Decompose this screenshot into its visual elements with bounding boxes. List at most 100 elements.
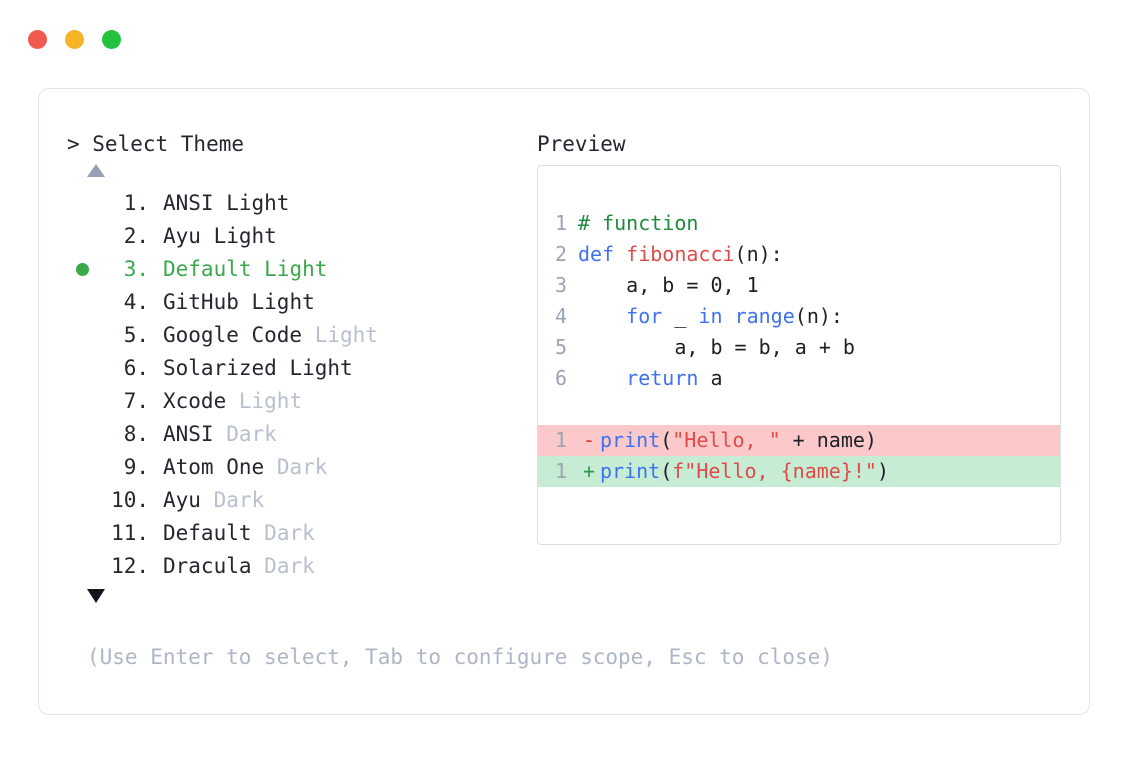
line-number: 2 bbox=[554, 242, 567, 266]
selection-bullet-cell bbox=[67, 187, 97, 220]
theme-list-item[interactable]: 1.ANSI Light bbox=[67, 187, 537, 220]
theme-label: Default Dark bbox=[149, 517, 315, 550]
diff-sample: 1-print("Hello, " + name) 1 +print(f"Hello… bbox=[538, 425, 1060, 487]
theme-name: ANSI bbox=[163, 191, 214, 215]
theme-index: 7. bbox=[123, 389, 149, 413]
theme-list-item[interactable]: 10.Ayu Dark bbox=[67, 484, 537, 517]
theme-index: 9. bbox=[123, 455, 149, 479]
theme-index: 2. bbox=[123, 224, 149, 248]
theme-name: Ayu bbox=[163, 488, 201, 512]
theme-name: GitHub bbox=[163, 290, 239, 314]
code-token: _ bbox=[662, 304, 699, 328]
selection-bullet-cell bbox=[67, 550, 97, 583]
code-token: in bbox=[698, 304, 723, 328]
theme-list-item[interactable]: 7.Xcode Light bbox=[67, 385, 537, 418]
selection-bullet-cell bbox=[67, 220, 97, 253]
code-token: + name) bbox=[780, 428, 877, 452]
theme-label: Dracula Dark bbox=[149, 550, 315, 583]
theme-name: Ayu bbox=[163, 224, 201, 248]
diff-line-content: print("Hello, " + name) bbox=[600, 425, 877, 456]
selection-bullet-cell bbox=[67, 517, 97, 550]
theme-index: 6. bbox=[123, 356, 149, 380]
theme-name: Default bbox=[163, 521, 252, 545]
theme-variant: Light bbox=[289, 356, 353, 380]
theme-label: GitHub Light bbox=[149, 286, 315, 319]
theme-label: Default Light bbox=[149, 253, 327, 286]
theme-list-item[interactable]: 8.ANSI Dark bbox=[67, 418, 537, 451]
line-number: 3 bbox=[554, 273, 567, 297]
theme-name: Google Code bbox=[163, 323, 303, 347]
diff-marker: + bbox=[582, 459, 596, 483]
diff-line-added: 1 +print(f"Hello, {name}!") bbox=[538, 456, 1060, 487]
selection-bullet-cell bbox=[67, 319, 97, 352]
theme-name: Atom One bbox=[163, 455, 265, 479]
selection-bullet-cell bbox=[67, 484, 97, 517]
theme-list-item[interactable]: 3.Default Light bbox=[67, 253, 537, 286]
code-token: return bbox=[626, 366, 699, 390]
selection-bullet-cell bbox=[67, 451, 97, 484]
theme-index: 4. bbox=[123, 290, 149, 314]
selection-bullet-cell bbox=[67, 286, 97, 319]
code-token: range bbox=[734, 304, 795, 328]
prompt-heading: > Select Theme bbox=[67, 132, 245, 156]
theme-list-item[interactable]: 4.GitHub Light bbox=[67, 286, 537, 319]
theme-index: 10. bbox=[111, 488, 149, 512]
maximize-button[interactable] bbox=[102, 30, 121, 49]
code-token: ( bbox=[660, 428, 673, 452]
theme-list-item[interactable]: 11.Default Dark bbox=[67, 517, 537, 550]
theme-list-item[interactable]: 5.Google Code Light bbox=[67, 319, 537, 352]
code-line-content: a, b = b, a + b bbox=[578, 332, 855, 363]
code-line: 1# function bbox=[538, 208, 1060, 239]
code-line-content: return a bbox=[578, 363, 723, 394]
theme-label: Solarized Light bbox=[149, 352, 353, 385]
selected-bullet-icon bbox=[75, 263, 89, 276]
theme-variant: Dark bbox=[264, 554, 315, 578]
code-token: ( bbox=[660, 459, 673, 483]
preview-heading: Preview bbox=[537, 132, 626, 156]
theme-variant: Light bbox=[213, 224, 277, 248]
code-token bbox=[578, 304, 626, 328]
theme-name: Xcode bbox=[163, 389, 227, 413]
diff-marker: - bbox=[582, 428, 596, 452]
theme-index: 11. bbox=[111, 521, 149, 545]
theme-variant: Dark bbox=[276, 455, 328, 479]
theme-label: Ayu Dark bbox=[149, 484, 264, 517]
theme-list-item[interactable]: 12.Dracula Dark bbox=[67, 550, 537, 583]
theme-variant: Light bbox=[264, 257, 328, 281]
diff-line-content: print(f"Hello, {name}!") bbox=[600, 456, 889, 487]
theme-label: Ayu Light bbox=[149, 220, 277, 253]
diff-line-number: 1 bbox=[554, 428, 567, 452]
diff-line-number: 1 bbox=[554, 459, 567, 483]
theme-list-item[interactable]: 9. Atom One Dark bbox=[67, 451, 537, 484]
close-button[interactable] bbox=[28, 30, 47, 49]
code-token: for bbox=[626, 304, 663, 328]
code-line-content: def fibonacci(n): bbox=[578, 239, 783, 270]
line-number: 4 bbox=[554, 304, 567, 328]
scroll-down-indicator[interactable] bbox=[67, 583, 537, 609]
keyboard-hint: (Use Enter to select, Tab to configure s… bbox=[87, 645, 833, 669]
theme-name: Dracula bbox=[163, 554, 252, 578]
code-token: def bbox=[578, 242, 627, 266]
scroll-up-indicator[interactable] bbox=[67, 157, 537, 183]
theme-list-item[interactable]: 6.Solarized Light bbox=[67, 352, 537, 385]
theme-variant: Light bbox=[226, 191, 290, 215]
code-token: a, b = 0, 1 bbox=[578, 273, 759, 297]
theme-name: Default bbox=[163, 257, 252, 281]
theme-list-item[interactable]: 2.Ayu Light bbox=[67, 220, 537, 253]
minimize-button[interactable] bbox=[65, 30, 84, 49]
theme-name: ANSI bbox=[163, 422, 214, 446]
code-token: a bbox=[698, 366, 723, 390]
code-line-content: # function bbox=[578, 208, 698, 239]
code-token: ) bbox=[876, 459, 890, 483]
theme-variant: Light bbox=[314, 323, 378, 347]
code-line: 5 a, b = b, a + b bbox=[538, 332, 1060, 363]
code-line: 2 def fibonacci(n): bbox=[538, 239, 1060, 270]
selection-bullet-cell bbox=[67, 352, 97, 385]
chevron-up-icon bbox=[87, 163, 105, 177]
theme-variant: Dark bbox=[226, 422, 277, 446]
theme-label: Google Code Light bbox=[149, 319, 378, 352]
